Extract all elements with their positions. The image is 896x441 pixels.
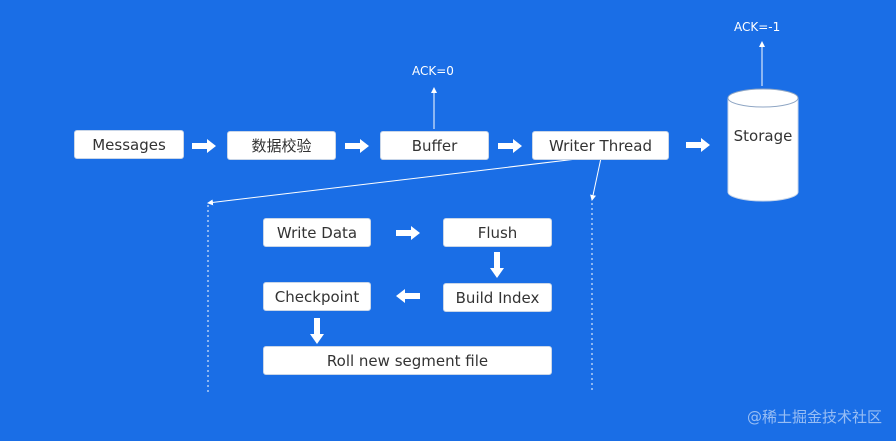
storage-cylinder — [727, 88, 799, 202]
buffer-node: Buffer — [380, 131, 489, 160]
arrow-index-to-checkpoint — [396, 289, 420, 303]
build-index-node: Build Index — [443, 283, 552, 312]
zoom-line-right — [590, 157, 602, 201]
write-data-node: Write Data — [263, 218, 371, 247]
arrow-flush-to-index — [490, 252, 504, 278]
arrow-buffer-to-writer — [498, 139, 522, 153]
validate-node: 数据校验 — [227, 131, 336, 160]
roll-segment-node: Roll new segment file — [263, 346, 552, 375]
writer-thread-node: Writer Thread — [532, 131, 669, 160]
messages-node: Messages — [74, 130, 184, 159]
watermark: @稀土掘金技术社区 — [746, 408, 882, 426]
buffer-ack-label: ACK=0 — [412, 64, 454, 78]
arrow-write-to-flush — [396, 226, 420, 240]
arrow-validate-to-buffer — [345, 139, 369, 153]
storage-ack-label: ACK=-1 — [734, 20, 781, 34]
arrow-messages-to-validate — [192, 139, 216, 153]
storage-label: Storage — [733, 127, 793, 145]
zoom-line-left — [207, 157, 586, 206]
arrow-writer-to-storage — [686, 138, 710, 152]
arrow-checkpoint-to-roll — [310, 318, 324, 344]
flush-node: Flush — [443, 218, 552, 247]
checkpoint-node: Checkpoint — [263, 282, 371, 311]
